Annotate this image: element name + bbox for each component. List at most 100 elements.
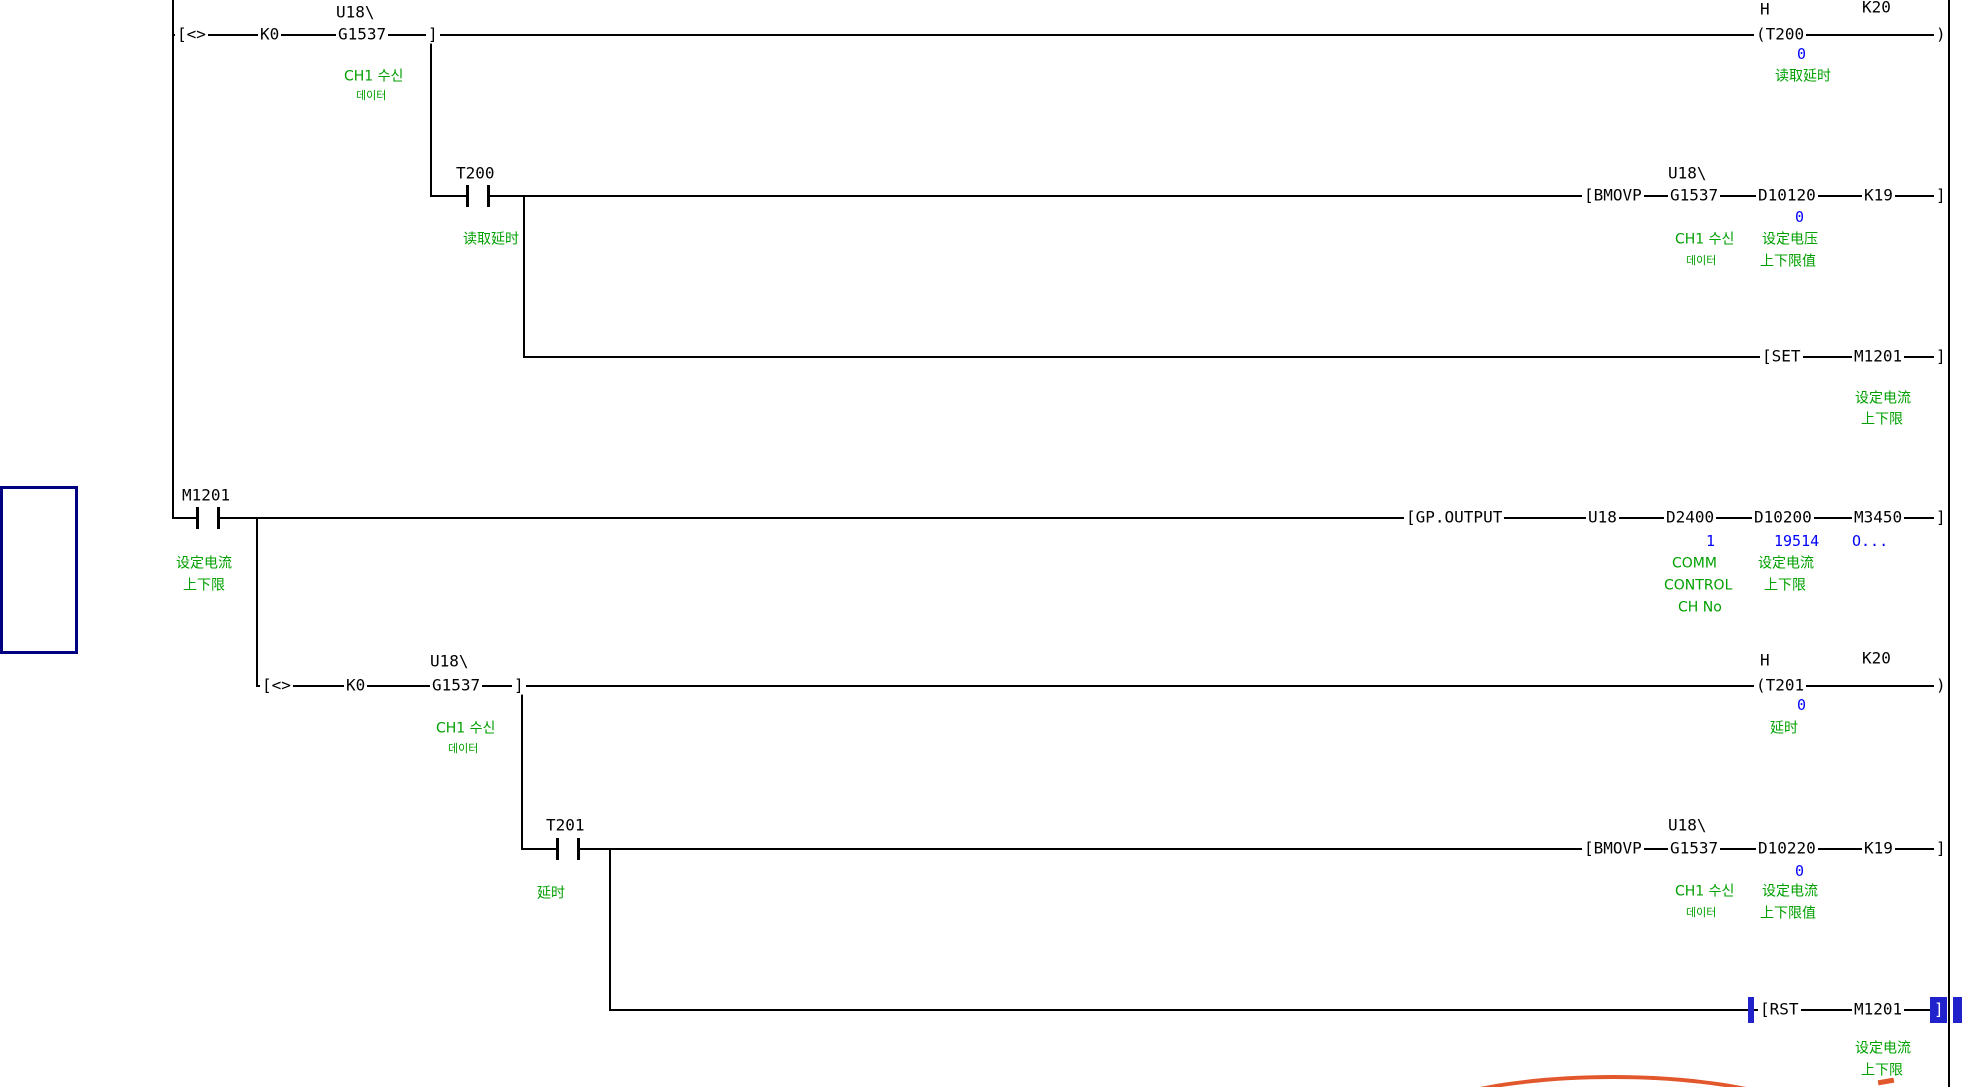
timer-coil-t200-flag: H xyxy=(1760,0,1770,19)
compare-contact-2-open[interactable]: [<> xyxy=(260,675,293,695)
compare-contact-1-close[interactable]: ] xyxy=(426,24,440,44)
compare-contact-2-arg1[interactable]: K0 xyxy=(344,675,368,695)
timer-coil-t200-comment: 读取延时 xyxy=(1775,68,1831,85)
contact-m1201-label: M1201 xyxy=(182,485,231,505)
set-instruction-comment-line1: 设定电流 xyxy=(1855,390,1911,407)
wire-rung2 xyxy=(430,195,1942,197)
bmovp-1-src-comment-line1: CH1 수신 xyxy=(1675,231,1735,248)
bmovp-1-src-comment-line2: 데이터 xyxy=(1686,254,1717,268)
rst-instruction-open[interactable]: [RST xyxy=(1758,999,1801,1019)
contact-m1201-gap xyxy=(199,514,217,523)
bmovp-2-monitor-value: 0 xyxy=(1795,862,1805,881)
set-instruction-comment-line2: 上下限 xyxy=(1861,411,1903,428)
contact-t201-bar-left[interactable] xyxy=(556,838,559,860)
rst-instruction-device[interactable]: M1201 xyxy=(1852,999,1905,1019)
wire-rung4 xyxy=(172,517,1942,519)
gp-output-arg2[interactable]: D2400 xyxy=(1664,507,1717,527)
selection-cursor-rail xyxy=(1953,997,1962,1023)
wire-rung6 xyxy=(521,848,1942,850)
compare-contact-1-comment-line1: CH1 수신 xyxy=(344,68,404,85)
bmovp-2-dst-comment-line1: 设定电流 xyxy=(1762,883,1818,900)
set-instruction-device[interactable]: M1201 xyxy=(1852,346,1905,366)
contact-t201-comment: 延时 xyxy=(537,885,565,902)
wire-branch2 xyxy=(523,195,525,358)
rst-instruction-close: ] xyxy=(1934,999,1944,1019)
timer-coil-t200-device[interactable]: (T200 xyxy=(1754,24,1807,44)
compare-contact-1-device-line2[interactable]: G1537 xyxy=(336,24,389,44)
timer-coil-t201-device[interactable]: (T201 xyxy=(1754,675,1807,695)
statement-box[interactable] xyxy=(0,486,78,654)
timer-coil-t201-comment: 延时 xyxy=(1770,720,1798,737)
gp-output-close: ] xyxy=(1934,507,1948,527)
bmovp-1-close: ] xyxy=(1934,185,1948,205)
contact-t200-bar-left[interactable] xyxy=(466,185,469,207)
timer-coil-t201-monitor-value: 0 xyxy=(1797,696,1807,715)
compare-contact-2-device-line2[interactable]: G1537 xyxy=(430,675,483,695)
timer-coil-t200-monitor-value: 0 xyxy=(1797,45,1807,64)
set-instruction-open[interactable]: [SET xyxy=(1760,346,1803,366)
bmovp-2-open[interactable]: [BMOVP xyxy=(1582,838,1644,858)
gp-output-arg1[interactable]: U18 xyxy=(1586,507,1619,527)
contact-t201-label: T201 xyxy=(546,815,585,835)
bmovp-1-open[interactable]: [BMOVP xyxy=(1582,185,1644,205)
bmovp-1-src-line2[interactable]: G1537 xyxy=(1668,185,1721,205)
wire-rung3 xyxy=(523,356,1942,358)
contact-m1201-bar-right[interactable] xyxy=(217,507,220,529)
contact-m1201-comment-line1: 设定电流 xyxy=(176,555,232,572)
compare-contact-1-device-line1: U18\ xyxy=(336,2,375,22)
wire-left-rail xyxy=(172,0,174,519)
contact-t200-label: T200 xyxy=(456,163,495,183)
selection-cursor-right xyxy=(1930,997,1947,1023)
contact-m1201-comment-line2: 上下限 xyxy=(183,577,225,594)
gp-output-arg3-comment-line1: 设定电流 xyxy=(1758,555,1814,572)
contact-m1201-bar-left[interactable] xyxy=(196,507,199,529)
bmovp-2-src-line1: U18\ xyxy=(1668,815,1707,835)
wire-branch4 xyxy=(521,685,523,850)
compare-contact-1-comment-line2: 데이터 xyxy=(356,89,387,103)
compare-contact-2-comment-line1: CH1 수신 xyxy=(436,720,496,737)
wire-rung7 xyxy=(609,1009,1942,1011)
wire-right-rail xyxy=(1948,0,1950,1087)
gp-output-arg4[interactable]: M3450 xyxy=(1852,507,1905,527)
bmovp-1-dst-comment-line1: 设定电压 xyxy=(1762,231,1818,248)
compare-contact-1-open[interactable]: [<> xyxy=(175,24,208,44)
compare-contact-2-device-line1: U18\ xyxy=(430,651,469,671)
compare-contact-2-close[interactable]: ] xyxy=(512,675,526,695)
bmovp-2-dst[interactable]: D10220 xyxy=(1756,838,1818,858)
contact-t200-gap xyxy=(469,192,487,201)
bmovp-2-src-line2[interactable]: G1537 xyxy=(1668,838,1721,858)
bmovp-2-count[interactable]: K19 xyxy=(1862,838,1895,858)
timer-coil-t201-preset: K20 xyxy=(1862,648,1891,668)
contact-t200-bar-right[interactable] xyxy=(487,185,490,207)
bmovp-1-dst-comment-line2: 上下限值 xyxy=(1760,253,1816,270)
bmovp-2-close: ] xyxy=(1934,838,1948,858)
bmovp-2-src-comment-line2: 데이터 xyxy=(1686,906,1717,920)
wire-branch3 xyxy=(256,517,258,687)
gp-output-arg3-monitor-value: 19514 xyxy=(1774,532,1820,551)
annotation-tick-icon xyxy=(1877,1077,1895,1086)
bmovp-2-dst-comment-line2: 上下限值 xyxy=(1760,905,1816,922)
set-instruction-close: ] xyxy=(1934,346,1948,366)
annotation-ellipse-icon xyxy=(1383,1075,1843,1087)
bmovp-1-dst[interactable]: D10120 xyxy=(1756,185,1818,205)
rst-instruction-comment-line1: 设定电流 xyxy=(1855,1040,1911,1057)
wire-branch1 xyxy=(430,34,432,197)
timer-coil-t201-close: ) xyxy=(1934,675,1948,695)
gp-output-arg3[interactable]: D10200 xyxy=(1752,507,1814,527)
gp-output-arg2-comment-line3: CH No xyxy=(1678,599,1722,616)
rst-instruction-comment-line2: 上下限 xyxy=(1861,1062,1903,1079)
contact-t201-gap xyxy=(559,845,577,854)
selection-cursor-left xyxy=(1748,997,1754,1023)
wire-branch5 xyxy=(609,848,611,1011)
timer-coil-t201-flag: H xyxy=(1760,650,1770,670)
compare-contact-2-comment-line2: 데이터 xyxy=(448,742,479,756)
bmovp-1-monitor-value: 0 xyxy=(1795,208,1805,227)
contact-t200-comment: 读取延时 xyxy=(463,231,519,248)
compare-contact-1-arg1[interactable]: K0 xyxy=(258,24,282,44)
timer-coil-t200-preset: K20 xyxy=(1862,0,1891,17)
wire-rung5 xyxy=(256,685,1942,687)
gp-output-open[interactable]: [GP.OUTPUT xyxy=(1404,507,1505,527)
contact-t201-bar-right[interactable] xyxy=(577,838,580,860)
bmovp-1-count[interactable]: K19 xyxy=(1862,185,1895,205)
